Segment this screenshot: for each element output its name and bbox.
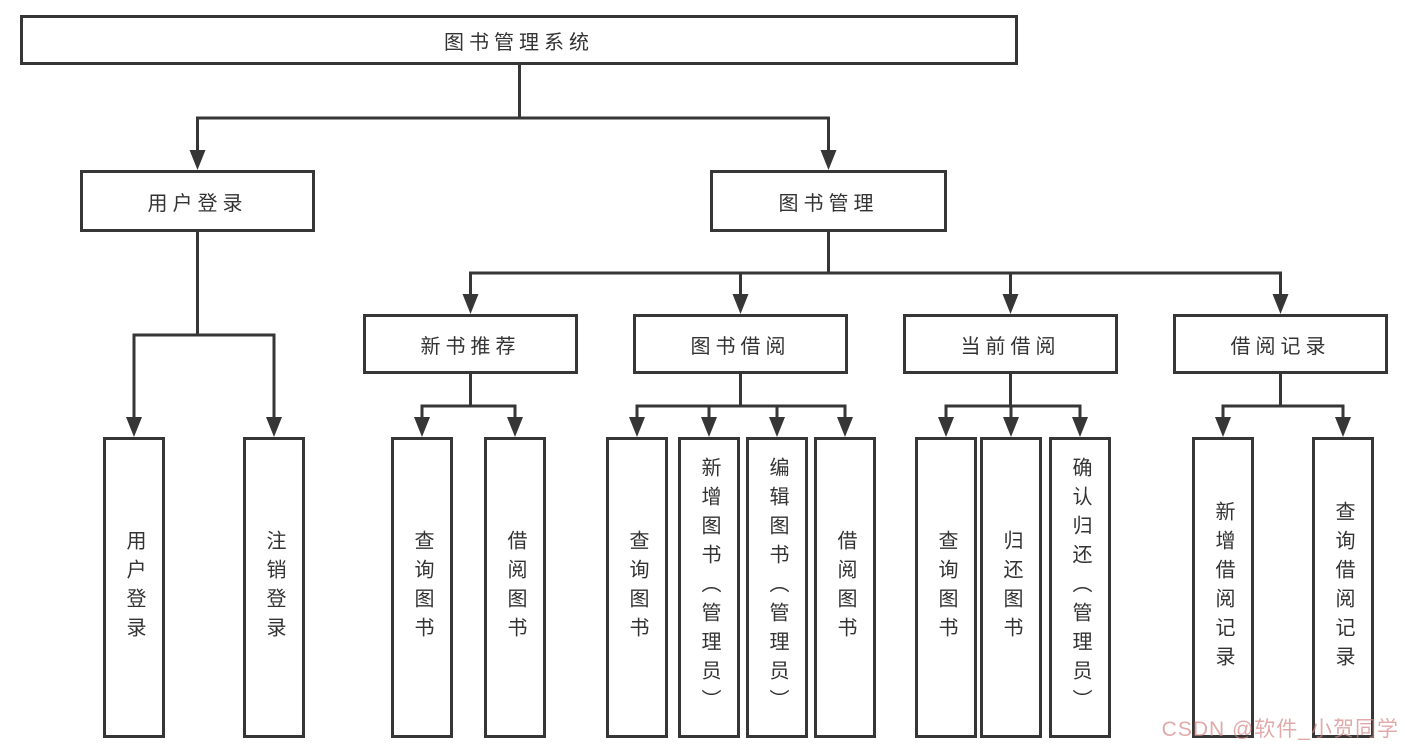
leaf-label: 借阅图书 (834, 529, 856, 646)
node-user-login: 用户登录 (80, 170, 315, 232)
leaf-label: 新增借阅记录 (1212, 500, 1234, 675)
leaf-query-books-current: 查询图书 (915, 437, 977, 738)
leaf-query-borrow-record: 查询借阅记录 (1312, 437, 1374, 738)
node-new-book-recommend: 新书推荐 (363, 314, 578, 374)
leaf-label: 编辑图书（管理员） (766, 457, 788, 718)
node-library-management-system: 图书管理系统 (20, 15, 1018, 65)
leaf-confirm-return-admin: 确认归还（管理员） (1049, 437, 1111, 738)
node-book-borrow: 图书借阅 (633, 314, 848, 374)
node-book-management: 图书管理 (710, 170, 947, 232)
leaf-label: 注销登录 (263, 529, 285, 646)
leaf-return-books: 归还图书 (980, 437, 1042, 738)
leaf-label: 借阅图书 (504, 529, 526, 646)
leaf-label: 归还图书 (1000, 529, 1022, 646)
leaf-label: 查询图书 (935, 529, 957, 646)
leaf-label: 新增图书（管理员） (698, 457, 720, 718)
leaf-label: 查询图书 (626, 529, 648, 646)
leaf-query-books-recommend: 查询图书 (391, 437, 453, 738)
arrowhead-icons (126, 150, 1351, 437)
leaf-user-login: 用户登录 (103, 437, 165, 738)
leaf-logout: 注销登录 (243, 437, 305, 738)
leaf-label: 查询图书 (411, 529, 433, 646)
leaf-add-borrow-record: 新增借阅记录 (1192, 437, 1254, 738)
leaf-label: 确认归还（管理员） (1069, 457, 1091, 718)
leaf-borrow-books: 借阅图书 (814, 437, 876, 738)
node-current-borrow: 当前借阅 (903, 314, 1118, 374)
node-borrow-records: 借阅记录 (1173, 314, 1388, 374)
leaf-edit-book-admin: 编辑图书（管理员） (746, 437, 808, 738)
leaf-borrow-books-recommend: 借阅图书 (484, 437, 546, 738)
leaf-label: 用户登录 (123, 529, 145, 646)
leaf-label: 查询借阅记录 (1332, 500, 1354, 675)
leaf-add-book-admin: 新增图书（管理员） (678, 437, 740, 738)
leaf-query-books-borrow: 查询图书 (606, 437, 668, 738)
